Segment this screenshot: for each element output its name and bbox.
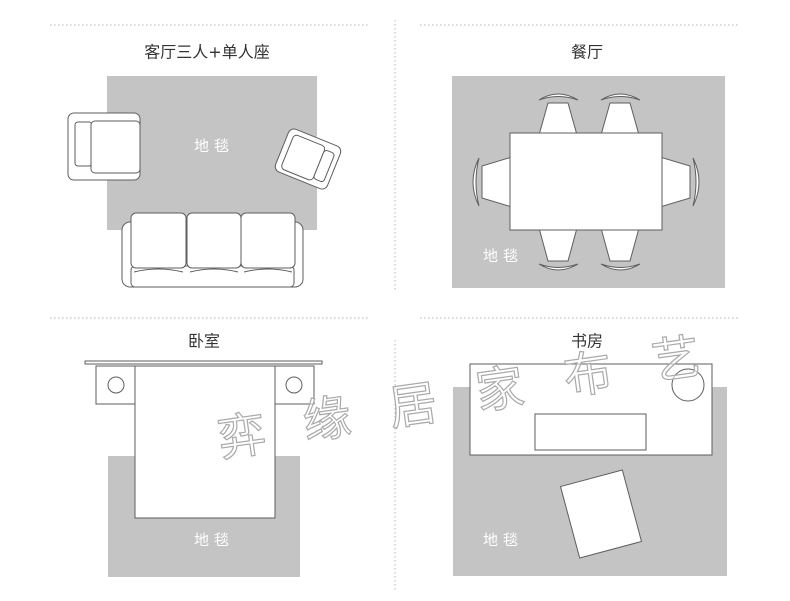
desk-chair (559, 469, 643, 559)
sofa-cushion-backs (133, 268, 293, 273)
chair-seat (481, 156, 513, 208)
three-seat-sofa (121, 212, 304, 288)
armchair-back (74, 121, 93, 167)
dining-chairs (472, 93, 700, 271)
rug-label: 地毯 (194, 137, 234, 155)
watermark: 弈 缘 居 家 布 艺 (214, 328, 705, 468)
panel-title: 书房 (571, 332, 603, 351)
chair-seat (659, 156, 691, 208)
panel-title: 餐厅 (571, 43, 603, 62)
watermark-char: 布 (560, 344, 615, 406)
table-top (509, 132, 663, 231)
headboard-wall (84, 360, 323, 365)
rug-label: 地毯 (483, 531, 523, 549)
panel-title: 客厅三人+单人座 (144, 43, 269, 62)
rug-label: 地毯 (483, 247, 523, 265)
panel-dining-room: 餐厅 (452, 43, 725, 288)
panel-title: 卧室 (188, 332, 220, 351)
chair-back (600, 263, 641, 271)
chair-back (600, 93, 641, 101)
chair-back (538, 263, 579, 271)
nightstand-right (274, 365, 315, 405)
chair-back (538, 93, 579, 101)
watermark-char: 居 (385, 375, 440, 437)
panel-bedroom: 卧室 地毯 (84, 332, 323, 577)
chair-back (472, 157, 480, 207)
armchair-right (274, 128, 342, 190)
sofa-cushion (186, 212, 242, 269)
armchair-left (67, 112, 141, 181)
watermark-char: 弈 (214, 406, 269, 468)
watermark-char: 艺 (648, 329, 703, 391)
lamp (107, 376, 125, 394)
keyboard-tray (534, 413, 647, 451)
armchair-back (313, 149, 335, 183)
divider-lines (50, 20, 740, 592)
watermark-char: 缘 (299, 389, 354, 451)
sofa-cushion (130, 212, 187, 269)
desk-lamp (671, 368, 705, 402)
armchair-seat (90, 120, 141, 174)
rug-label: 地毯 (194, 531, 234, 549)
bed (134, 365, 276, 519)
chair-seat (559, 469, 643, 559)
desk (469, 363, 713, 456)
chair-back (692, 157, 700, 207)
nightstand-left (95, 365, 136, 405)
bed-mattress (134, 365, 276, 519)
panel-living-room: 客厅三人+单人座 地毯 (67, 43, 342, 288)
lamp (285, 376, 303, 394)
headboard-line (84, 360, 323, 365)
watermark-char: 家 (472, 359, 527, 421)
panel-study: 书房 地毯 (453, 332, 727, 576)
dining-chair-top-left (538, 93, 579, 136)
sofa-cushion (240, 212, 296, 269)
dining-table (509, 132, 663, 231)
